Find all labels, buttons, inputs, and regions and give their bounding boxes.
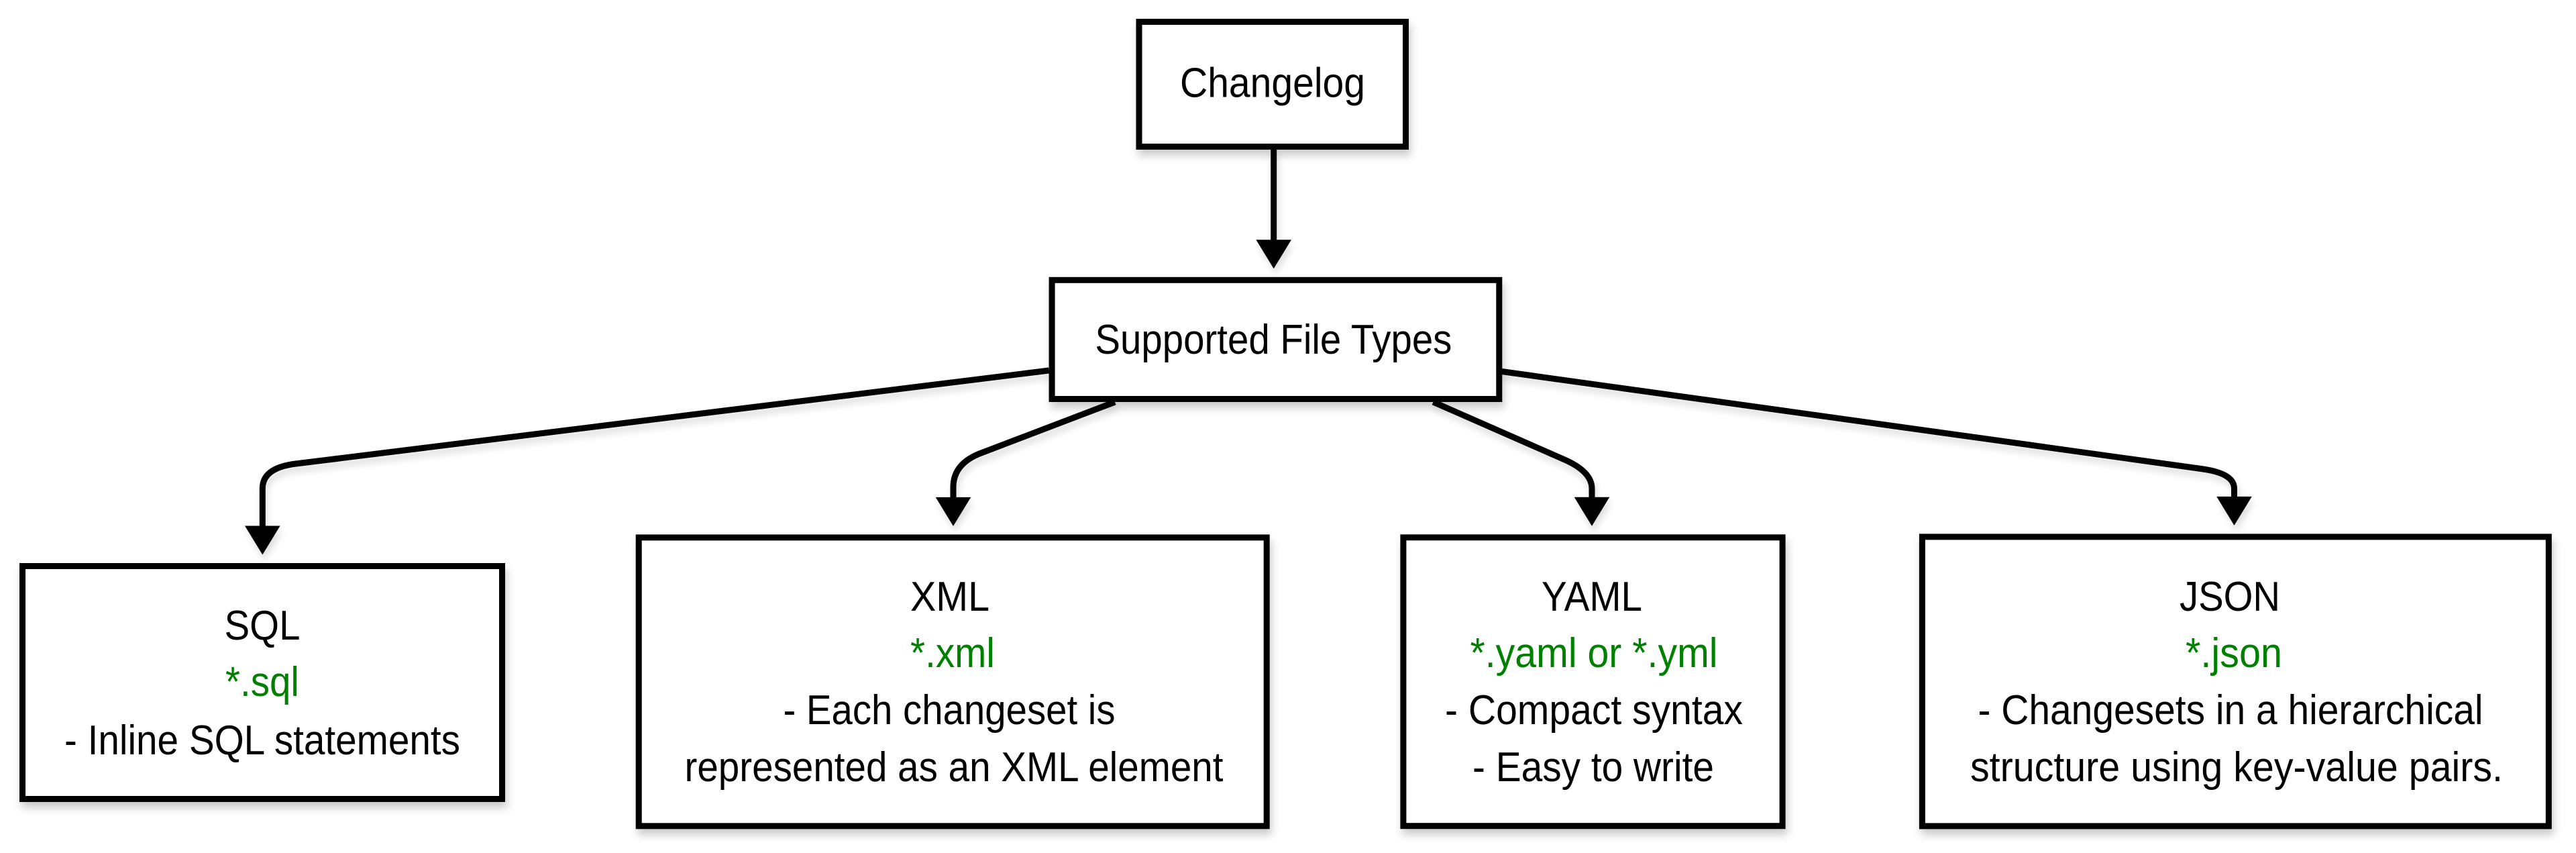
svg-text:XML: XML <box>910 574 989 620</box>
svg-text:- Changesets in a hierarchical: - Changesets in a hierarchical <box>1978 687 2483 734</box>
svg-text:represented as an XML element: represented as an XML element <box>685 744 1224 791</box>
svg-text:Supported File Types: Supported File Types <box>1095 317 1452 363</box>
svg-text:- Each changeset is: - Each changeset is <box>784 687 1116 734</box>
svg-text:- Inline SQL statements: - Inline SQL statements <box>64 717 460 764</box>
svg-text:- Compact syntax: - Compact syntax <box>1445 687 1743 734</box>
svg-text:Changelog: Changelog <box>1180 60 1365 107</box>
svg-text:- Easy to write: - Easy to write <box>1472 744 1714 791</box>
svg-text:*.sql: *.sql <box>225 659 299 705</box>
svg-text:*.yaml or *.yml: *.yaml or *.yml <box>1470 630 1718 676</box>
svg-text:structure using key-value pair: structure using key-value pairs. <box>1970 744 2503 791</box>
svg-text:*.json: *.json <box>2186 630 2282 676</box>
svg-text:JSON: JSON <box>2180 574 2280 620</box>
svg-text:YAML: YAML <box>1542 574 1642 620</box>
svg-text:*.xml: *.xml <box>910 630 995 676</box>
svg-text:SQL: SQL <box>225 603 301 649</box>
